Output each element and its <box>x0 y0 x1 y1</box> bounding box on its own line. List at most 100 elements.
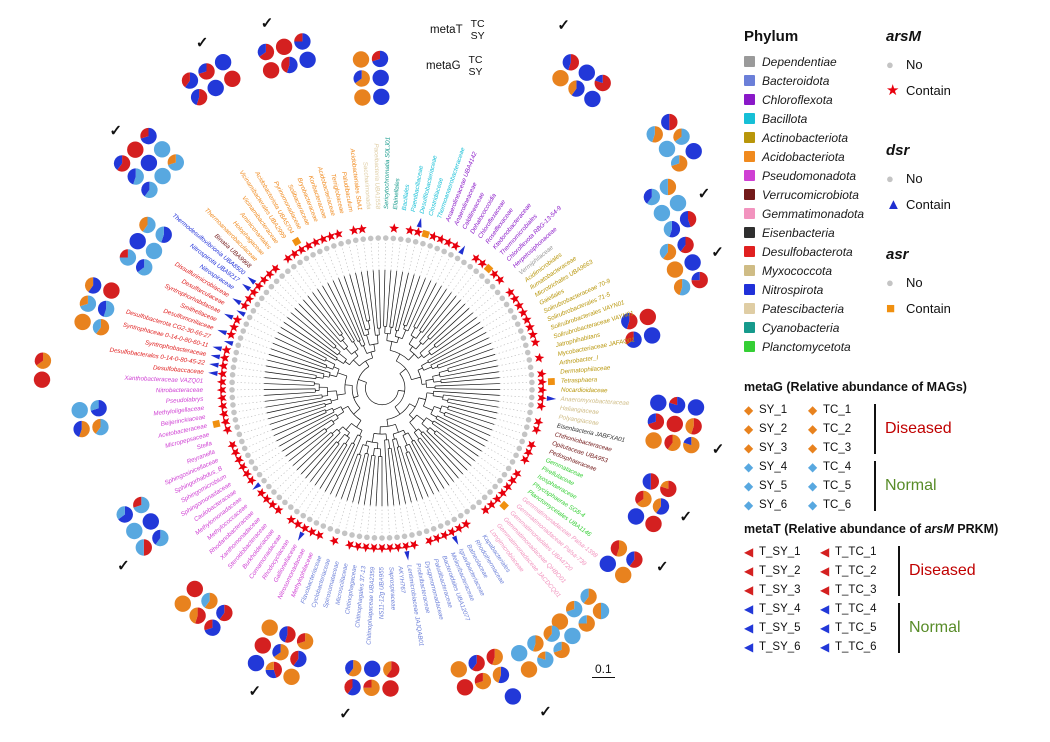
abundance-pie-slice <box>265 661 274 670</box>
tip-dot <box>231 357 238 363</box>
arsm-star-marker <box>262 493 272 504</box>
phylum-color-swatch <box>744 189 755 200</box>
arsm-star-marker <box>432 533 443 544</box>
sample-item: ◆TC_6 <box>808 495 872 514</box>
sample-label: SY_6 <box>759 498 788 511</box>
abundance-pie <box>551 613 569 630</box>
abundance-pie-slice <box>116 506 125 520</box>
scale-bar-value: 0.1 <box>592 662 615 678</box>
abundance-pie-slice <box>668 396 686 414</box>
abundance-pie-slice <box>673 128 682 142</box>
dsr-triangle-marker <box>224 313 234 320</box>
sample-label: TC_5 <box>823 479 852 492</box>
abundance-pie <box>372 69 389 87</box>
arsm-star-marker <box>325 231 335 242</box>
arsm-star-marker <box>267 499 278 510</box>
arsm-star-marker <box>509 293 520 304</box>
abundance-pie <box>103 282 120 299</box>
tip-dot <box>282 499 288 506</box>
abundance-pie-slice <box>492 648 503 666</box>
diamond-marker-icon: ◆ <box>744 497 754 512</box>
metat-sy-column: ◀T_SY_1◀T_SY_2◀T_SY_3◀T_SY_4◀T_SY_5◀T_SY… <box>744 542 820 656</box>
arsm-star-marker <box>217 368 228 379</box>
metat-title-gene: arsM <box>924 522 954 536</box>
tip-dot <box>231 409 237 416</box>
abundance-pie-slice <box>259 43 275 61</box>
bracket-bar <box>874 460 876 511</box>
abundance-pie-slice <box>92 418 101 434</box>
diamond-marker-icon: ◆ <box>744 440 754 455</box>
abundance-pie-slice <box>79 420 90 438</box>
tip-dot <box>349 532 355 538</box>
abundance-pie-slice <box>294 33 311 50</box>
phylum-color-swatch <box>744 303 755 314</box>
dsr-triangle-marker <box>458 245 466 255</box>
phylum-legend-item: Patescibacteria <box>744 299 864 318</box>
arsm-star-marker <box>429 231 439 242</box>
abundance-pie-slice <box>152 529 161 545</box>
triangle-marker-icon: ◀ <box>820 601 830 616</box>
tip-dot <box>470 504 476 510</box>
arsm-star-marker <box>389 223 400 233</box>
abundance-pie-slice <box>537 651 546 660</box>
sample-label: TC_6 <box>823 498 852 511</box>
abundance-pie-slice <box>669 113 678 131</box>
abundance-pie-slice <box>626 312 638 330</box>
abundance-pie-slice <box>592 602 601 620</box>
arsm-legend: arsM ● No ★ Contain <box>886 28 951 103</box>
taxon-label: Desulfobaccaceae <box>153 364 205 375</box>
abundance-pie-slice <box>372 50 389 68</box>
arsm-star-marker <box>249 287 259 298</box>
tip-dot <box>454 255 461 262</box>
phylum-label: Bacillota <box>762 111 808 126</box>
triangle-icon: ▲ <box>886 195 901 213</box>
dsr-contain-row: ▲ Contain <box>886 191 951 217</box>
abundance-pie-slice <box>670 155 680 166</box>
abundance-pie <box>584 90 601 108</box>
abundance-pie-slice <box>195 607 206 624</box>
tip-dot <box>390 235 397 242</box>
arsm-star-marker <box>356 224 367 234</box>
abundance-pie-slice <box>97 300 107 317</box>
phylum-legend-item: Actinobacteriota <box>744 128 864 147</box>
abundance-pie-slice <box>281 56 290 73</box>
abundance-pie-slice <box>216 604 225 620</box>
abundance-pie <box>639 308 656 326</box>
tip-dot <box>507 308 514 314</box>
phylum-legend-item: Chloroflexota <box>744 90 864 109</box>
sample-label: T_TC_5 <box>835 621 877 634</box>
abundance-pie-slice <box>652 498 661 513</box>
phylum-label: Acidobacteriota <box>762 149 845 164</box>
tip-dot <box>394 534 400 541</box>
abundance-pie-slice <box>679 211 691 228</box>
abundance-pie <box>261 619 278 636</box>
sample-label: T_TC_4 <box>835 602 877 615</box>
tip-dot <box>240 328 247 334</box>
arsm-star-marker <box>443 237 454 248</box>
abundance-pie <box>74 313 91 331</box>
tip-dot <box>230 364 237 371</box>
arsm-star-marker <box>256 488 267 498</box>
tip-dot <box>427 243 433 249</box>
arsm-star-marker <box>264 269 275 280</box>
abundance-pie <box>669 194 687 212</box>
tip-dot <box>261 477 267 484</box>
tip-dot <box>236 431 243 438</box>
dsr-legend: dsr ● No ▲ Contain <box>886 142 951 217</box>
abundance-pie <box>645 515 662 533</box>
abundance-pie-slice <box>677 236 686 252</box>
arsm-star-marker <box>344 540 355 550</box>
abundance-pie-slice <box>133 496 150 514</box>
metat-title-pre: metaT (Relative abundance of <box>744 522 925 536</box>
arsm-star-marker <box>230 448 241 458</box>
tip-dot <box>416 530 423 537</box>
tip-dot <box>420 240 426 247</box>
abundance-pie-slice <box>345 660 354 675</box>
abundance-pie <box>126 522 143 540</box>
abundance-pie-slice <box>294 33 303 42</box>
checkmark-icon: ✓ <box>557 17 570 34</box>
checkmark-icon: ✓ <box>698 185 711 202</box>
tip-dot <box>248 459 255 465</box>
dsr-triangle-marker <box>210 354 221 360</box>
